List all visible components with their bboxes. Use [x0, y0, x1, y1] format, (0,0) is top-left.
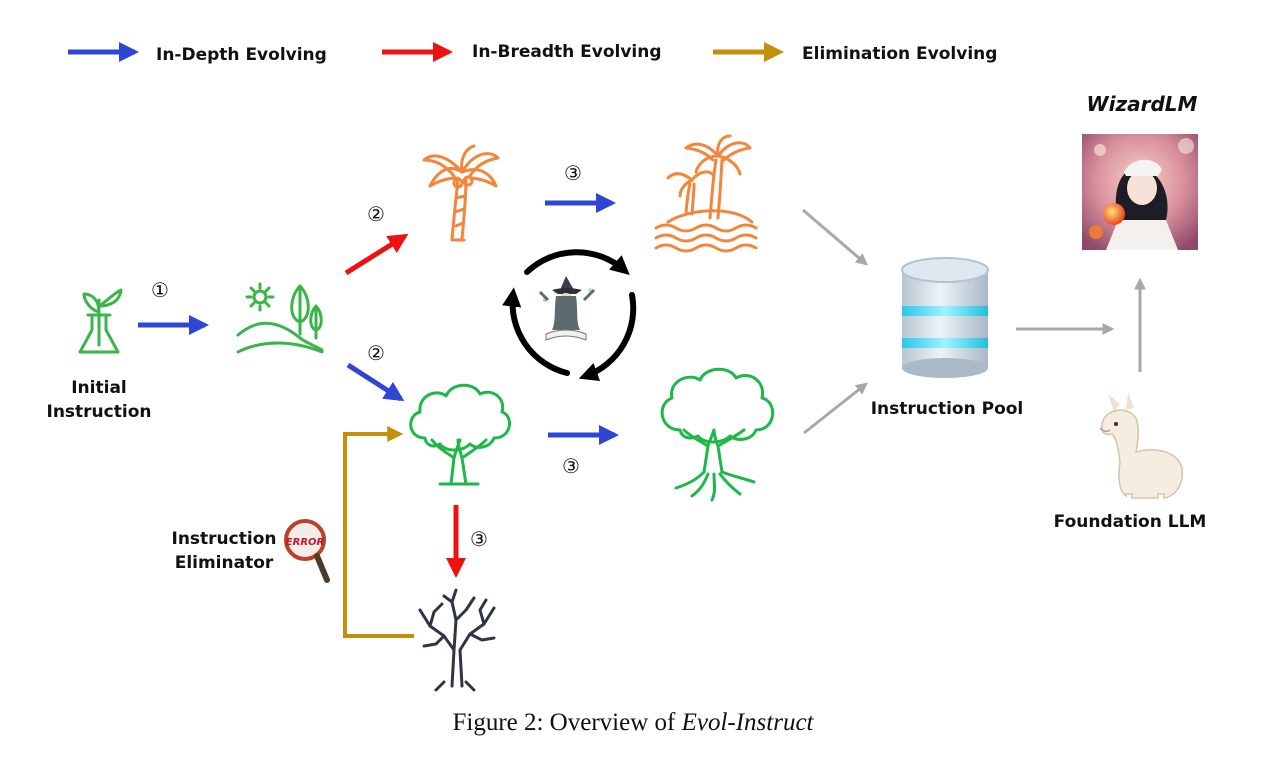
legend: In-Depth Evolving In-Breadth Evolving El… [68, 42, 997, 65]
cycle-arc-right [578, 292, 637, 382]
step-marker-2-bottom: ② [367, 341, 385, 365]
cycle-arc-left [502, 287, 570, 376]
caption-prefix: Figure 2: Overview of [452, 709, 681, 736]
database-icon [901, 257, 989, 378]
tree-icon [409, 383, 511, 486]
legend-item-elimination: Elimination Evolving [713, 42, 997, 64]
arrow-island-to-pool [802, 208, 868, 266]
evolution-cycle-icon [502, 249, 637, 382]
foundation-llm-label: Foundation LLM [1054, 512, 1207, 532]
legend-label-in-depth: In-Depth Evolving [156, 45, 327, 65]
instruction-pool-label: Instruction Pool [871, 399, 1024, 419]
step-marker-2-top: ② [367, 202, 385, 226]
figure-caption: Figure 2: Overview of Evol-Instruct [452, 709, 814, 736]
wizard-icon [538, 276, 596, 341]
caption-emphasis: Evol-Instruct [681, 709, 815, 736]
eliminator-label-line2: Eliminator [175, 553, 274, 573]
eliminator-label-line1: Instruction [172, 529, 277, 549]
sun-trees-landscape-icon [236, 282, 324, 354]
palm-tree-icon [422, 144, 500, 242]
error-stamp-text: ERROR [286, 537, 324, 548]
wizardlm-title: WizardLM [1087, 92, 1198, 116]
legend-item-in-depth: In-Depth Evolving [68, 42, 327, 65]
step-marker-1: ① [151, 278, 169, 302]
wizardlm-portrait-icon [1082, 134, 1198, 250]
elimination-path [343, 426, 414, 638]
sprout-flask-icon [78, 288, 123, 354]
step-marker-3-top: ③ [564, 161, 582, 185]
legend-label-in-breadth: In-Breadth Evolving [472, 42, 662, 62]
step-marker-3-bottom: ③ [470, 527, 488, 551]
arrow-landscape-to-tree [346, 362, 405, 402]
tree-with-roots-icon [660, 367, 775, 502]
legend-item-in-breadth: In-Breadth Evolving [382, 42, 662, 62]
cycle-arc-top [524, 249, 630, 276]
legend-label-elimination: Elimination Evolving [802, 44, 997, 64]
initial-instruction-label-line1: Initial [71, 378, 127, 398]
magnifier-error-icon: ERROR [284, 519, 330, 583]
step-marker-3-middle: ③ [562, 454, 580, 478]
dead-tree-icon [418, 588, 496, 692]
arrow-rooted-tree-to-pool [803, 382, 868, 435]
initial-instruction-label-line2: Instruction [47, 402, 152, 422]
llama-icon [1099, 392, 1184, 499]
palm-island-icon [654, 134, 758, 253]
arrow-landscape-to-palm [344, 233, 409, 276]
